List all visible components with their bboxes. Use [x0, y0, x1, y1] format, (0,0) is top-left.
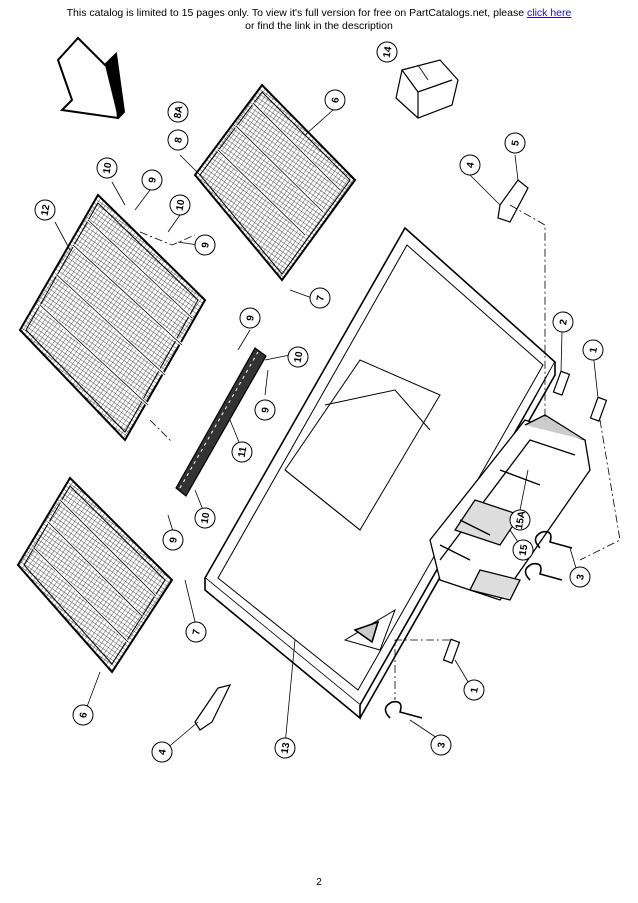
grate-left — [18, 193, 207, 442]
callout-4: 4 — [459, 154, 481, 176]
hitch-frame — [429, 414, 591, 601]
callout-text: 5 — [510, 139, 522, 147]
callout-10: 10 — [287, 346, 309, 368]
callout-11: 11 — [231, 441, 253, 463]
notice-text: This catalog is limited to 15 pages only… — [66, 7, 527, 19]
callout-text: 3 — [575, 573, 587, 581]
callout-text: 10 — [102, 161, 115, 174]
callout-15a: 15A — [509, 509, 531, 531]
notice-text-line2: or find the link in the description — [245, 20, 393, 32]
part-5-plate — [497, 179, 529, 223]
callout-6: 6 — [324, 89, 346, 111]
callout-text: 7 — [315, 294, 327, 302]
callout-text: 9 — [260, 406, 272, 414]
callout-1: 1 — [463, 679, 485, 701]
callout-9: 9 — [239, 307, 261, 329]
callout-text: 9 — [200, 241, 212, 249]
catalog-notice: This catalog is limited to 15 pages only… — [0, 7, 638, 33]
callout-text: 9 — [245, 314, 257, 322]
page-number: 2 — [316, 877, 322, 888]
callout-6: 6 — [72, 704, 94, 726]
callout-10: 10 — [169, 194, 191, 216]
callout-text: 6 — [330, 96, 342, 104]
callout-1: 1 — [582, 339, 604, 361]
clip-parts — [384, 530, 573, 719]
callout-text: 2 — [558, 318, 570, 326]
callout-15: 15 — [512, 539, 534, 561]
callout-text: 15A — [514, 510, 528, 530]
callout-text: 14 — [382, 45, 395, 58]
part-14-guard — [395, 59, 459, 119]
callout-9: 9 — [194, 234, 216, 256]
grate-bottom — [16, 476, 174, 674]
callout-7: 7 — [185, 621, 207, 643]
callout-text: 10 — [175, 198, 188, 211]
callout-2: 2 — [552, 311, 574, 333]
callout-text: 4 — [157, 748, 169, 756]
click-here-link[interactable]: click here — [527, 7, 572, 19]
callout-text: 10 — [293, 350, 306, 363]
callout-text: 6 — [78, 711, 90, 719]
callout-text: 12 — [40, 203, 53, 216]
callout-text: 10 — [200, 511, 213, 524]
callout-text: 1 — [469, 686, 481, 694]
callout-9: 9 — [162, 529, 184, 551]
callout-text: 3 — [436, 741, 448, 749]
callout-text: 8A — [172, 105, 185, 120]
callout-8: 8 — [167, 129, 189, 151]
part-11-bar — [175, 347, 267, 497]
callout-text: 15 — [518, 543, 531, 556]
callout-3: 3 — [430, 734, 452, 756]
callout-10: 10 — [96, 157, 118, 179]
callout-9: 9 — [254, 399, 276, 421]
callout-10: 10 — [194, 507, 216, 529]
callout-5: 5 — [504, 132, 526, 154]
callout-text: 11 — [237, 446, 250, 459]
callout-8a: 8A — [167, 101, 189, 123]
callout-9: 9 — [141, 169, 163, 191]
callout-text: 4 — [465, 161, 477, 169]
callout-14: 14 — [376, 41, 398, 63]
direction-arrow-icon — [56, 36, 126, 120]
callout-text: 9 — [168, 536, 180, 544]
callout-13: 13 — [274, 737, 296, 759]
callout-3: 3 — [569, 566, 591, 588]
callout-text: 1 — [588, 346, 600, 354]
callout-text: 8 — [173, 136, 185, 144]
dash-lines — [139, 204, 621, 700]
pin-parts — [442, 370, 608, 664]
callout-text: 9 — [147, 176, 159, 184]
callout-text: 13 — [280, 741, 293, 754]
leader-lines — [54, 64, 599, 751]
callout-text: 7 — [191, 628, 203, 636]
callout-4: 4 — [151, 741, 173, 763]
callouts: 14 5 4 6 8 8A 10 9 10 9 12 7 9 10 9 11 1… — [34, 41, 604, 763]
part-4-plate — [194, 684, 232, 731]
grate-top — [193, 83, 357, 282]
callout-7: 7 — [309, 287, 331, 309]
callout-12: 12 — [34, 199, 56, 221]
